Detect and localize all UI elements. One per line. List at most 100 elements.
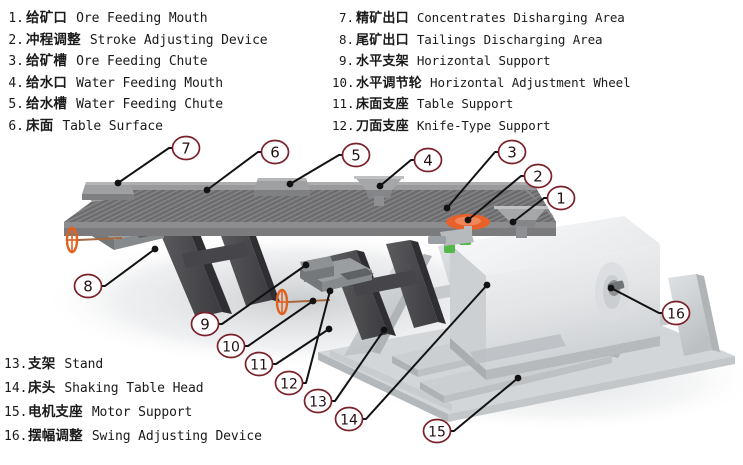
legend-label-cn: 床面支座 bbox=[356, 97, 409, 112]
legend-item: 4. 给水口 Water Feeding Mouth bbox=[4, 74, 268, 99]
legend-label-en: Stroke Adjusting Device bbox=[89, 32, 268, 48]
legend-label-cn: 尾矿出口 bbox=[356, 32, 409, 48]
legend-left-column: 1. 给矿口 Ore Feeding Mouth 2. 冲程调整 Stroke … bbox=[4, 10, 268, 142]
legend-number: 10. bbox=[332, 74, 355, 90]
legend-label-cn: 床头 bbox=[28, 380, 56, 396]
callout-label: 16 bbox=[667, 307, 685, 323]
legend-label-cn: 精矿出口 bbox=[356, 11, 409, 26]
legend-label-cn: 给水口 bbox=[26, 74, 68, 91]
callout-marker-2[interactable]: 2 bbox=[523, 163, 553, 189]
linkage bbox=[428, 228, 474, 246]
legend-number: 4. bbox=[8, 75, 24, 91]
callout-label: 14 bbox=[340, 413, 358, 429]
legend-label-en: Stand bbox=[64, 357, 104, 372]
legend-item: 7. 精矿出口 Concentrates Disharging Area bbox=[332, 10, 631, 34]
callout-label: 11 bbox=[250, 358, 268, 374]
callout-marker-7[interactable]: 7 bbox=[171, 135, 201, 161]
table-deck bbox=[64, 182, 556, 236]
legend-item: 14. 床头 Shaking Table Head bbox=[4, 380, 262, 406]
legend-label-cn: 给矿槽 bbox=[26, 53, 68, 69]
legend-item: 13. 支架 Stand bbox=[4, 356, 262, 382]
callout-marker-10[interactable]: 10 bbox=[216, 333, 246, 359]
legend-item: 10. 水平调节轮 Horizontal Adjustment Wheel bbox=[332, 74, 631, 99]
legend-label-cn: 电机支座 bbox=[28, 404, 83, 420]
legend-item: 15. 电机支座 Motor Support bbox=[4, 404, 262, 430]
legend-number: 16. bbox=[4, 429, 28, 444]
callout-marker-15[interactable]: 15 bbox=[422, 418, 452, 444]
callout-label: 3 bbox=[507, 144, 517, 162]
callout-label: 12 bbox=[280, 377, 298, 393]
callout-label: 8 bbox=[83, 278, 93, 296]
legend-label-en: Knife-Type Support bbox=[416, 117, 551, 133]
legend-label-cn: 给水槽 bbox=[26, 96, 68, 112]
legend-number: 12. bbox=[332, 117, 355, 133]
legend-bottom-column: 13. 支架 Stand 14. 床头 Shaking Table Head 1… bbox=[4, 356, 262, 454]
legend-label-cn: 给矿口 bbox=[26, 10, 68, 26]
legend-label-cn: 水平支架 bbox=[356, 54, 409, 69]
callout-marker-9[interactable]: 9 bbox=[190, 311, 220, 337]
callout-label: 15 bbox=[428, 425, 446, 441]
horizontal-adjustment-wheel-left bbox=[65, 226, 123, 254]
legend-label-en: Table Surface bbox=[62, 118, 163, 134]
legend-label-en: Table Support bbox=[416, 96, 514, 111]
legend-label-en: Shaking Table Head bbox=[64, 381, 204, 396]
legend-number: 15. bbox=[4, 405, 28, 420]
legend-label-en: Ore Feeding Mouth bbox=[76, 11, 208, 26]
legend-label-cn: 床面 bbox=[26, 117, 54, 134]
callout-label: 2 bbox=[533, 168, 543, 186]
callout-label: 7 bbox=[181, 140, 191, 158]
callout-marker-12[interactable]: 12 bbox=[274, 370, 304, 396]
legend-item: 9. 水平支架 Horizontal Support bbox=[332, 53, 631, 77]
legend-item: 6. 床面 Table Surface bbox=[4, 117, 268, 142]
legend-number: 2. bbox=[8, 32, 24, 48]
legend-label-cn: 刀面支座 bbox=[356, 118, 409, 134]
legend-label-en: Water Feeding Mouth bbox=[76, 75, 223, 91]
legend-label-en: Horizontal Adjustment Wheel bbox=[430, 74, 631, 90]
callout-marker-8[interactable]: 8 bbox=[73, 273, 103, 299]
callout-marker-14[interactable]: 14 bbox=[334, 406, 364, 432]
legend-number: 11. bbox=[332, 96, 355, 111]
callout-marker-11[interactable]: 11 bbox=[244, 351, 274, 377]
legend-item: 3. 给矿槽 Ore Feeding Chute bbox=[4, 53, 268, 77]
callout-marker-4[interactable]: 4 bbox=[413, 147, 443, 173]
legend-label-en: Ore Feeding Chute bbox=[76, 54, 208, 69]
legend-number: 5. bbox=[8, 97, 24, 112]
callout-label: 13 bbox=[309, 395, 327, 411]
callout-label: 1 bbox=[556, 190, 566, 208]
callout-marker-13[interactable]: 13 bbox=[303, 388, 333, 414]
legend-number: 13. bbox=[4, 357, 28, 372]
legend-label-cn: 水平调节轮 bbox=[356, 75, 423, 91]
legend-item: 16. 摆幅调整 Swing Adjusting Device bbox=[4, 428, 262, 454]
legend-label-en: Tailings Discharging Area bbox=[416, 31, 603, 47]
legend-number: 9. bbox=[338, 53, 354, 68]
legend-label-en: Motor Support bbox=[91, 405, 193, 420]
legend-item: 11. 床面支座 Table Support bbox=[332, 96, 631, 120]
legend-item: 5. 给水槽 Water Feeding Chute bbox=[4, 96, 268, 120]
legend-label-en: Horizontal Support bbox=[416, 53, 551, 68]
legend-item: 2. 冲程调整 Stroke Adjusting Device bbox=[4, 31, 268, 56]
legend-label-cn: 支架 bbox=[28, 356, 56, 372]
callout-label: 10 bbox=[222, 340, 240, 356]
callout-marker-6[interactable]: 6 bbox=[260, 139, 290, 165]
legend-number: 14. bbox=[4, 381, 28, 396]
callout-label: 6 bbox=[270, 144, 280, 162]
legend-item: 1. 给矿口 Ore Feeding Mouth bbox=[4, 10, 268, 34]
legend-item: 8. 尾矿出口 Tailings Discharging Area bbox=[332, 31, 631, 56]
callout-marker-1[interactable]: 1 bbox=[546, 185, 576, 211]
legend-number: 3. bbox=[8, 54, 24, 69]
callout-label: 5 bbox=[351, 147, 361, 165]
callout-marker-5[interactable]: 5 bbox=[341, 142, 371, 168]
callout-marker-3[interactable]: 3 bbox=[497, 139, 527, 165]
legend-label-cn: 摆幅调整 bbox=[28, 428, 83, 444]
legend-number: 6. bbox=[8, 118, 24, 134]
legend-number: 8. bbox=[338, 31, 354, 47]
legend-label-cn: 冲程调整 bbox=[26, 31, 81, 48]
legend-label-en: Water Feeding Chute bbox=[76, 97, 223, 112]
callout-label: 9 bbox=[200, 316, 210, 334]
legend-label-en: Concentrates Disharging Area bbox=[416, 10, 625, 25]
legend-number: 7. bbox=[338, 10, 354, 25]
legend-right-column: 7. 精矿出口 Concentrates Disharging Area 8. … bbox=[332, 10, 631, 141]
callout-marker-16[interactable]: 16 bbox=[661, 300, 691, 326]
legend-label-en: Swing Adjusting Device bbox=[91, 429, 262, 444]
